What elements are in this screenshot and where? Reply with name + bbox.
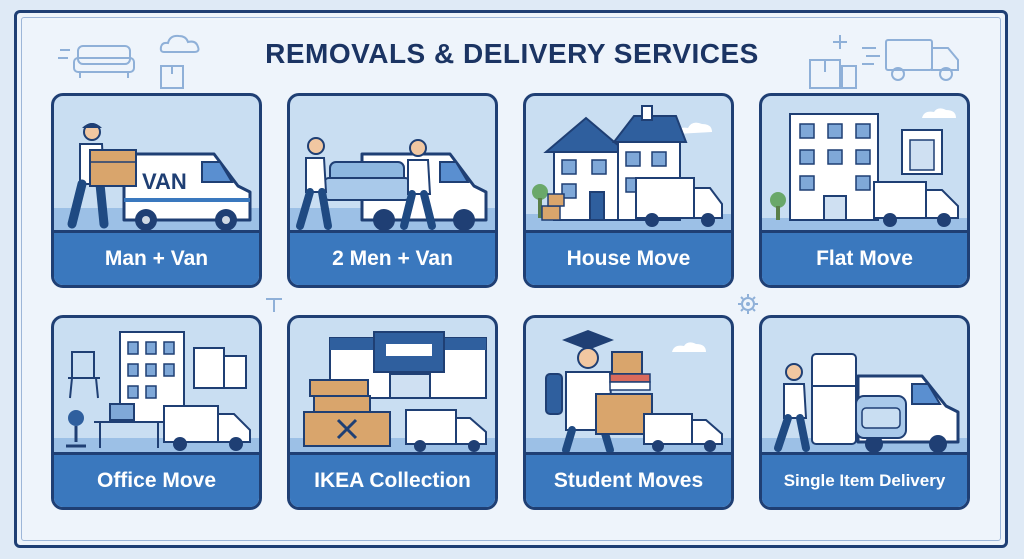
delivery-truck-outline-icon	[862, 39, 959, 81]
service-label: Office Move	[96, 469, 217, 492]
student-with-boxes-icon	[526, 330, 731, 458]
label-bar: Office Move	[54, 452, 259, 507]
store-with-boxes-icon	[290, 331, 495, 458]
label-bar: Student Moves	[526, 452, 731, 507]
gear-icon	[738, 294, 758, 314]
page-title: REMOVALS & DELIVERY SERVICES	[265, 38, 759, 69]
two-movers-sofa-icon	[290, 137, 495, 236]
service-label: Flat Move	[816, 247, 913, 270]
service-card-man-van[interactable]: VAN Man + Van	[51, 93, 262, 288]
label-bar: Man + Van	[54, 230, 259, 285]
service-label: 2 Men + Van	[332, 247, 453, 270]
label-bar: 2 Men + Van	[290, 230, 495, 285]
house-with-truck-icon	[526, 105, 731, 236]
service-card-ikea-collection[interactable]: IKEA Collection	[287, 315, 498, 510]
service-card-house-move[interactable]: House Move	[523, 93, 734, 288]
service-label: House Move	[566, 247, 691, 270]
service-label: Student Moves	[553, 469, 704, 492]
service-card-2-men-van[interactable]: 2 Men + Van	[287, 93, 498, 288]
apartment-with-truck-icon	[762, 108, 967, 236]
service-label: IKEA Collection	[314, 469, 471, 492]
sparkle-icon	[833, 35, 847, 49]
frame-inner-border	[21, 17, 1001, 541]
small-sign-icon	[266, 298, 282, 312]
van-side-text: VAN	[142, 169, 187, 194]
label-bar: House Move	[526, 230, 731, 285]
service-card-student-moves[interactable]: Student Moves	[523, 315, 734, 510]
service-label: Single Item Delivery	[783, 471, 946, 490]
fridge-armchair-van-icon	[762, 353, 967, 458]
label-bar: Single Item Delivery	[762, 452, 967, 507]
label-bar: IKEA Collection	[290, 452, 495, 507]
sofa-outline-icon	[58, 45, 135, 78]
cloud-outline-icon	[159, 34, 200, 53]
service-card-flat-move[interactable]: Flat Move	[759, 93, 970, 288]
box-outline-icon	[160, 65, 184, 89]
service-card-office-move[interactable]: Office Move	[51, 315, 262, 510]
van-with-mover-icon: VAN	[54, 123, 259, 236]
office-with-van-icon	[54, 331, 259, 458]
parcel-outline-icon	[809, 59, 857, 89]
service-card-single-item-delivery[interactable]: Single Item Delivery	[759, 315, 970, 510]
label-bar: Flat Move	[762, 230, 967, 285]
service-label: Man + Van	[104, 247, 209, 270]
